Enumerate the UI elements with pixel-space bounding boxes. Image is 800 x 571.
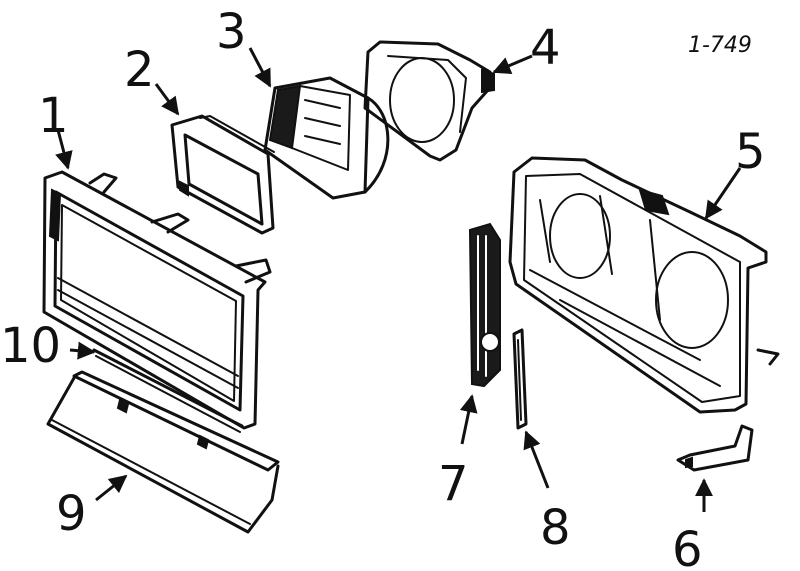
leader-arrow-2 [154,83,180,116]
callout-4: 4 [530,20,561,76]
callout-5: 5 [735,124,766,180]
callout-2: 2 [124,42,155,98]
part-4-mounting-bucket [363,40,495,162]
leader-arrow-5 [704,167,742,220]
part-3-sealed-beam-lamp [263,76,390,200]
part-5-support-panel [508,156,780,414]
leader-arrow-10 [69,341,96,360]
callout-8: 8 [540,500,571,556]
callout-3: 3 [216,4,247,60]
leader-arrow-8 [523,430,550,489]
part-1-headlamp-bezel [42,170,272,430]
leader-arrow-1 [55,129,73,170]
callout-9: 9 [56,486,87,542]
part-9-lower-valance [46,370,280,534]
leader-arrow-9 [95,474,128,502]
leader-arrow-7 [459,394,478,445]
callout-6: 6 [672,522,703,571]
part-2-retaining-ring [170,114,275,235]
part-6-bracket [676,424,754,472]
leader-arrow-4 [492,54,533,75]
reference-code: 1-749 [688,33,752,58]
part-10-seal-strip [92,348,244,433]
part-7-marker-lamp [468,222,501,388]
part-8-filler-strip [512,328,528,430]
callout-1: 1 [38,88,69,144]
leader-arrow-3 [248,47,272,88]
callout-10: 10 [0,318,61,374]
callout-7: 7 [438,456,469,512]
